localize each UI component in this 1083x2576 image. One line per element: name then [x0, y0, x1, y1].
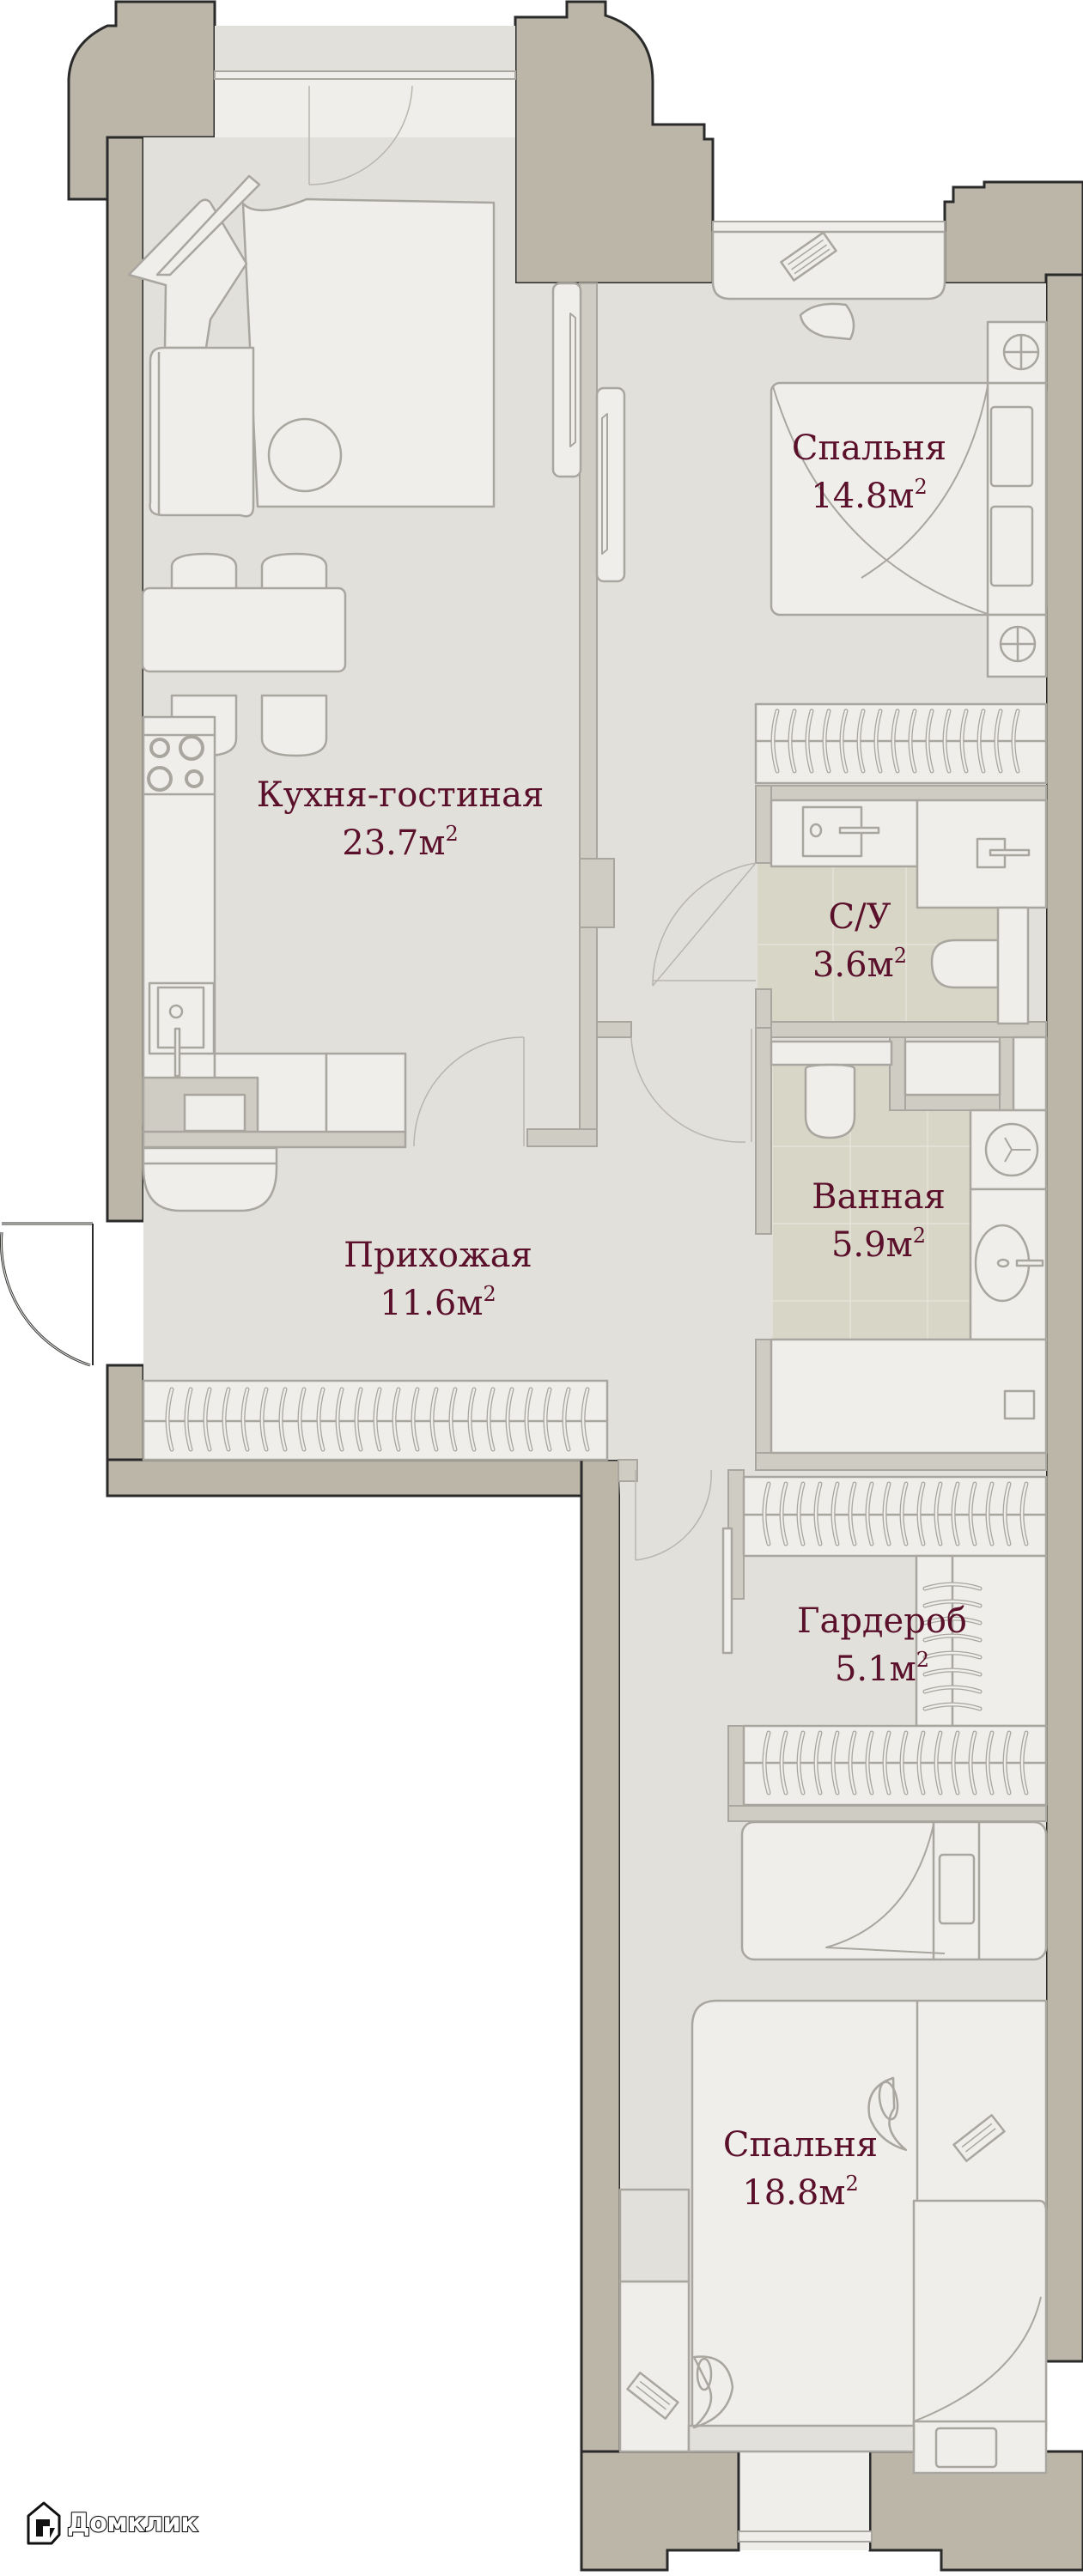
brand-logo[interactable]: Домклик [26, 2500, 199, 2545]
room-area: 3.6м2 [812, 944, 908, 985]
room-label-wardrobe[interactable]: Гардероб 5.1м2 [797, 1597, 967, 1693]
bathroom-fixtures [770, 1036, 1048, 1455]
door-hall-lower [635, 1469, 712, 1561]
room-label-bathroom-wc[interactable]: С/У 3.6м2 [812, 893, 907, 989]
bed-2-upper [740, 1820, 1048, 1961]
desk-chair-1 [867, 2076, 908, 2151]
room-name: Спальня [722, 2125, 879, 2165]
wardrobe-racks [721, 1475, 1048, 1807]
door-kitchen [413, 1036, 525, 1147]
room-name: Ванная [812, 1177, 946, 1217]
room-area: 5.9м2 [831, 1224, 927, 1265]
windows [214, 70, 946, 2550]
keyboard-2 [626, 2372, 679, 2420]
house-logo-icon [27, 2501, 61, 2545]
room-name: Прихожая [344, 1236, 532, 1275]
room-name: Спальня [791, 428, 947, 468]
room-name: Кухня-гостиная [256, 775, 545, 815]
wc-fixtures [770, 799, 1048, 1025]
keyboard-1 [952, 2114, 1006, 2162]
room-area: 23.7м2 [342, 822, 459, 863]
room-area: 5.1м2 [834, 1648, 930, 1689]
room-area: 18.8м2 [742, 2172, 859, 2213]
door-bathroom [630, 1029, 752, 1143]
door-balcony-top [308, 85, 413, 185]
room-area: 11.6м2 [380, 1282, 496, 1323]
room-area: 14.8м2 [811, 475, 928, 516]
room-label-bedroom-1[interactable]: Спальня 14.8м2 [792, 424, 946, 520]
brand-name: Домклик [66, 2507, 199, 2539]
room-label-bathroom[interactable]: Ванная 5.9м2 [812, 1173, 946, 1269]
partitions [526, 283, 1047, 1822]
room-label-bedroom-2[interactable]: Спальня 18.8м2 [723, 2121, 878, 2217]
door-wc [652, 862, 757, 987]
room-name: Гардероб [796, 1601, 968, 1641]
bed-2-lower [618, 1999, 1048, 2475]
kitchen-counter [142, 715, 407, 1149]
desk-chair-2 [692, 2355, 734, 2429]
bed-1 [770, 320, 1048, 678]
room-label-kitchen-living[interactable]: Кухня-гостиная 23.7м2 [257, 771, 544, 867]
room-label-hallway[interactable]: Прихожая 11.6м2 [344, 1231, 532, 1327]
room-name: С/У [828, 897, 891, 937]
furniture [127, 174, 1048, 2475]
doors[interactable] [0, 85, 757, 1561]
exterior-walls [67, 0, 1083, 2572]
door-entrance [0, 1222, 93, 1367]
